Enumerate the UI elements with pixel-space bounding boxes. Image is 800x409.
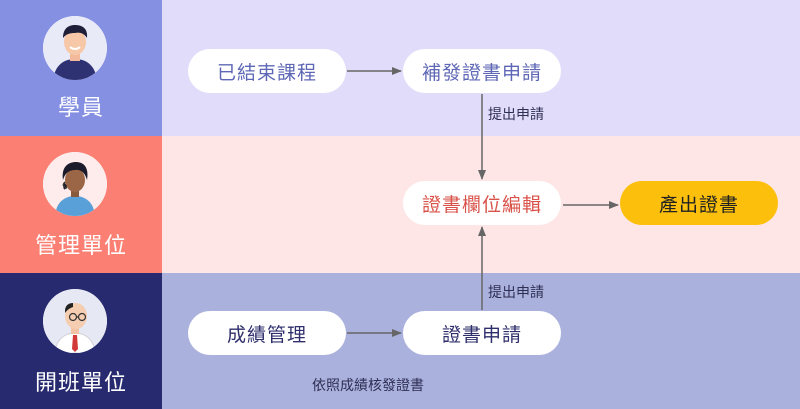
node-grade-management: 成績管理 bbox=[188, 311, 346, 355]
node-certificate-request: 證書申請 bbox=[403, 311, 561, 355]
student-avatar-icon bbox=[43, 16, 107, 80]
node-produce-certificate: 產出證書 bbox=[620, 181, 778, 225]
role-panel-admin: 管理單位 bbox=[0, 136, 162, 273]
role-label-admin: 管理單位 bbox=[34, 234, 127, 259]
role-panel-course: 開班單位 bbox=[0, 273, 162, 409]
edge-label-submit-bottom: 提出申請 bbox=[488, 285, 544, 301]
edge-label-issue-by-grade: 依照成績核發證書 bbox=[312, 378, 424, 394]
edge-label-submit-top: 提出申請 bbox=[488, 107, 544, 123]
role-label-course: 開班單位 bbox=[34, 371, 127, 396]
node-ended-course: 已結束課程 bbox=[188, 49, 346, 93]
course-avatar-icon bbox=[43, 289, 107, 353]
role-panel-student: 學員 bbox=[0, 0, 162, 136]
node-reissue-request: 補發證書申請 bbox=[403, 49, 561, 93]
node-certificate-edit: 證書欄位編輯 bbox=[403, 181, 561, 225]
lane-student: 學員 bbox=[0, 0, 800, 136]
admin-avatar-icon bbox=[43, 152, 107, 216]
role-label-student: 學員 bbox=[57, 96, 104, 121]
